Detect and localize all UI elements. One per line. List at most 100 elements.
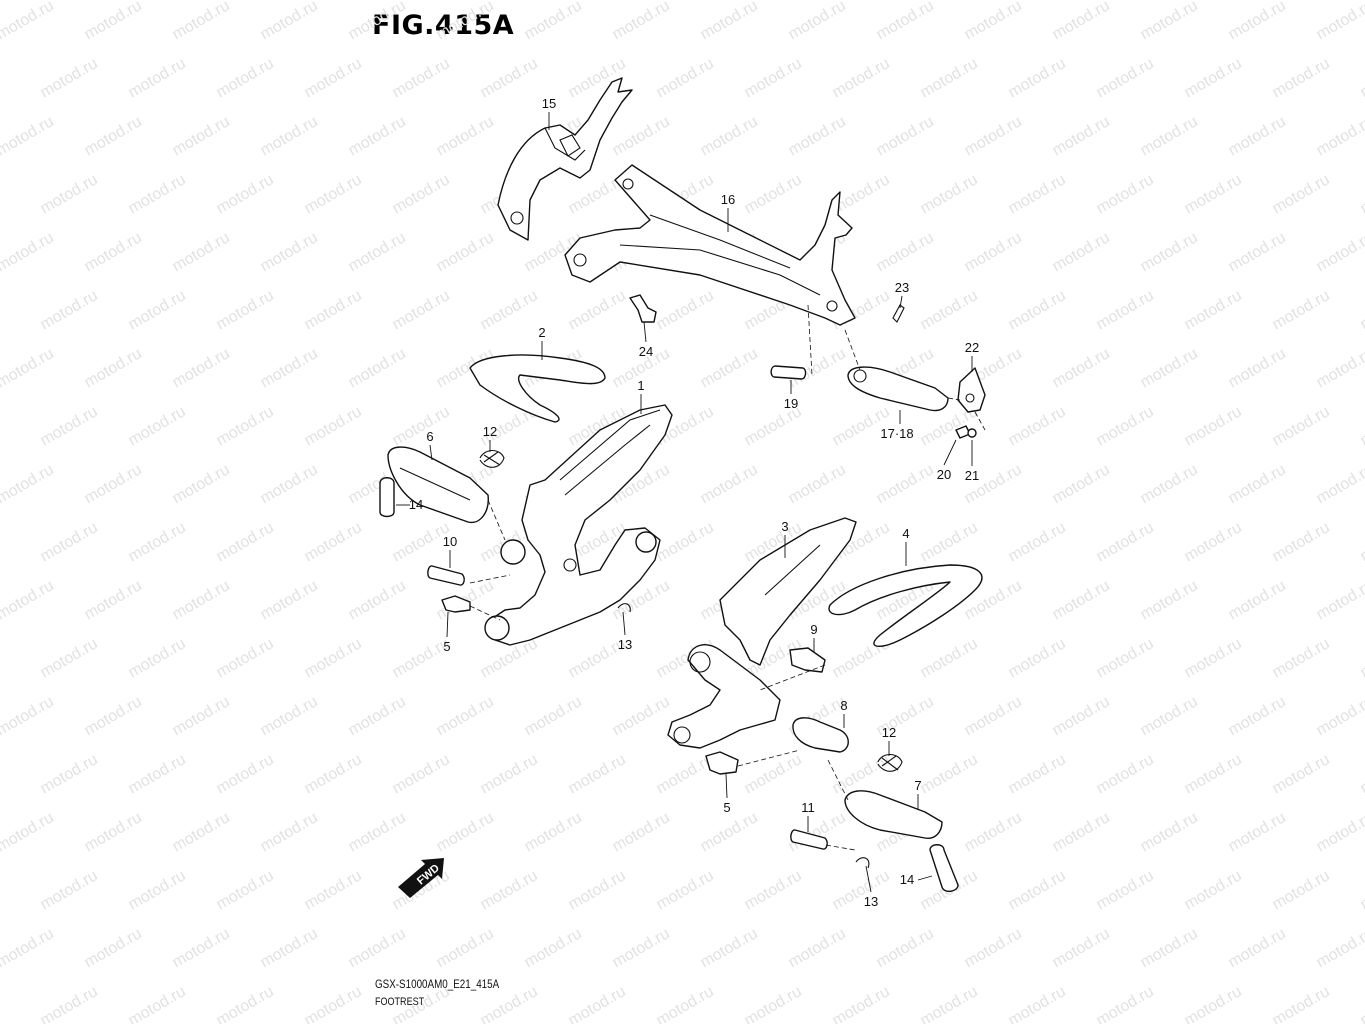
part-14-rubber-left[interactable] [379,477,395,518]
part-6-front-peg[interactable] [387,446,489,524]
part-14-rubber-right[interactable] [929,844,959,892]
callout-label-c1[interactable]: 1 [637,378,644,393]
part-3-plate[interactable] [719,517,857,666]
watermark-text: motod.ru [302,287,365,333]
watermark-text: motod.ru [214,403,277,449]
watermark-text: motod.ru [0,113,57,159]
watermark-text: motod.ru [170,345,233,391]
part-10-pin[interactable] [427,565,465,586]
part-8-peg-mount[interactable] [792,717,849,753]
watermark-text: motod.ru [566,751,629,797]
callout-label-c14b[interactable]: 14 [900,872,914,887]
callout-label-c13b[interactable]: 13 [864,894,878,909]
part-23-cotter-pin[interactable] [892,304,905,323]
watermark-text: motod.ru [258,345,321,391]
part-21-ball[interactable] [967,428,977,438]
watermark-text: motod.ru [434,809,497,855]
watermark-text: motod.ru [786,0,849,43]
watermark-text: motod.ru [82,345,145,391]
watermark-text: motod.ru [742,751,805,797]
callout-label-c20[interactable]: 20 [937,467,951,482]
watermark-text: motod.ru [1138,0,1201,43]
watermark-text: motod.ru [346,809,409,855]
callout-leader-c13b [865,865,872,893]
watermark-text: motod.ru [38,519,101,565]
watermark-text: motod.ru [1006,55,1069,101]
watermark-text: motod.ru [654,287,717,333]
callout-label-c12a[interactable]: 12 [483,424,497,439]
watermark-text: motod.ru [1358,983,1365,1024]
part-11-pin[interactable] [790,829,828,850]
callout-label-c9[interactable]: 9 [810,622,817,637]
part-5-bolt-lower[interactable] [705,751,739,775]
watermark-text: motod.ru [1050,113,1113,159]
watermark-text: motod.ru [126,519,189,565]
watermark-text: motod.ru [1006,867,1069,913]
watermark-text: motod.ru [478,751,541,797]
watermark-text: motod.ru [0,693,57,739]
watermark-text: motod.ru [1270,983,1333,1024]
callout-label-c7[interactable]: 7 [914,778,921,793]
part-7-peg[interactable] [844,790,943,839]
callout-label-c14a[interactable]: 14 [409,497,423,512]
callout-label-c12b[interactable]: 12 [882,725,896,740]
callout-label-c10[interactable]: 10 [443,534,457,549]
part-12-spring-upper[interactable] [479,449,505,468]
watermark-text: motod.ru [170,461,233,507]
callout-label-c4[interactable]: 4 [902,526,909,541]
part-2-plate[interactable] [469,354,606,423]
callout-label-c8[interactable]: 8 [840,698,847,713]
watermark-text: motod.ru [918,55,981,101]
watermark-text: motod.ru [302,171,365,217]
callout-label-c2[interactable]: 2 [538,325,545,340]
part-15-cover[interactable] [497,77,633,241]
watermark-text: motod.ru [1226,461,1289,507]
watermark-text: motod.ru [214,751,277,797]
part-5-bolt-upper[interactable] [441,595,471,613]
callout-label-c3[interactable]: 3 [781,519,788,534]
callout-label-c19[interactable]: 19 [784,396,798,411]
part-4-plate[interactable] [828,564,983,647]
callout-label-c24[interactable]: 24 [639,344,653,359]
watermark-text: motod.ru [1358,55,1365,101]
callout-label-c22[interactable]: 22 [965,340,979,355]
callout-label-c6[interactable]: 6 [426,429,433,444]
watermark-text: motod.ru [1314,693,1365,739]
watermark-text: motod.ru [346,577,409,623]
watermark-text: motod.ru [1358,519,1365,565]
watermark-text: motod.ru [1006,635,1069,681]
part-16-rear-bracket[interactable] [564,164,856,326]
callout-label-c5a[interactable]: 5 [443,639,450,654]
part-9-bolt[interactable] [789,647,826,673]
watermark-text: motod.ru [1050,229,1113,275]
watermark-text: motod.ru [786,461,849,507]
callout-label-c5b[interactable]: 5 [723,800,730,815]
watermark-text: motod.ru [214,55,277,101]
part-3-bracket-body[interactable] [667,644,781,749]
watermark-text: motod.ru [1050,693,1113,739]
callout-label-c13a[interactable]: 13 [618,637,632,652]
watermark-text: motod.ru [1226,809,1289,855]
part-19-pin[interactable] [770,365,807,380]
callout-label-c23[interactable]: 23 [895,280,909,295]
part-1-front-bracket[interactable] [484,404,673,646]
watermark-text: motod.ru [654,983,717,1024]
callout-label-c16[interactable]: 16 [721,192,735,207]
watermark-text: motod.ru [0,229,57,275]
callout-label-c15[interactable]: 15 [542,96,556,111]
watermark-text: motod.ru [1314,345,1365,391]
watermark-text: motod.ru [1094,751,1157,797]
watermark-text: motod.ru [390,751,453,797]
part-13-clip-upper[interactable] [617,603,631,613]
part-24-bolt[interactable] [629,294,657,323]
watermark-text: motod.ru [1226,693,1289,739]
watermark-text: motod.ru [874,0,937,43]
callout-label-c21[interactable]: 21 [965,468,979,483]
callout-label-c1718[interactable]: 17·18 [880,426,913,441]
part-12-spring-lower[interactable] [877,753,903,772]
callout-label-c11[interactable]: 11 [801,800,815,815]
part-13-clip-lower[interactable] [855,857,870,869]
watermark-text: motod.ru [1270,287,1333,333]
watermark-text: motod.ru [918,635,981,681]
